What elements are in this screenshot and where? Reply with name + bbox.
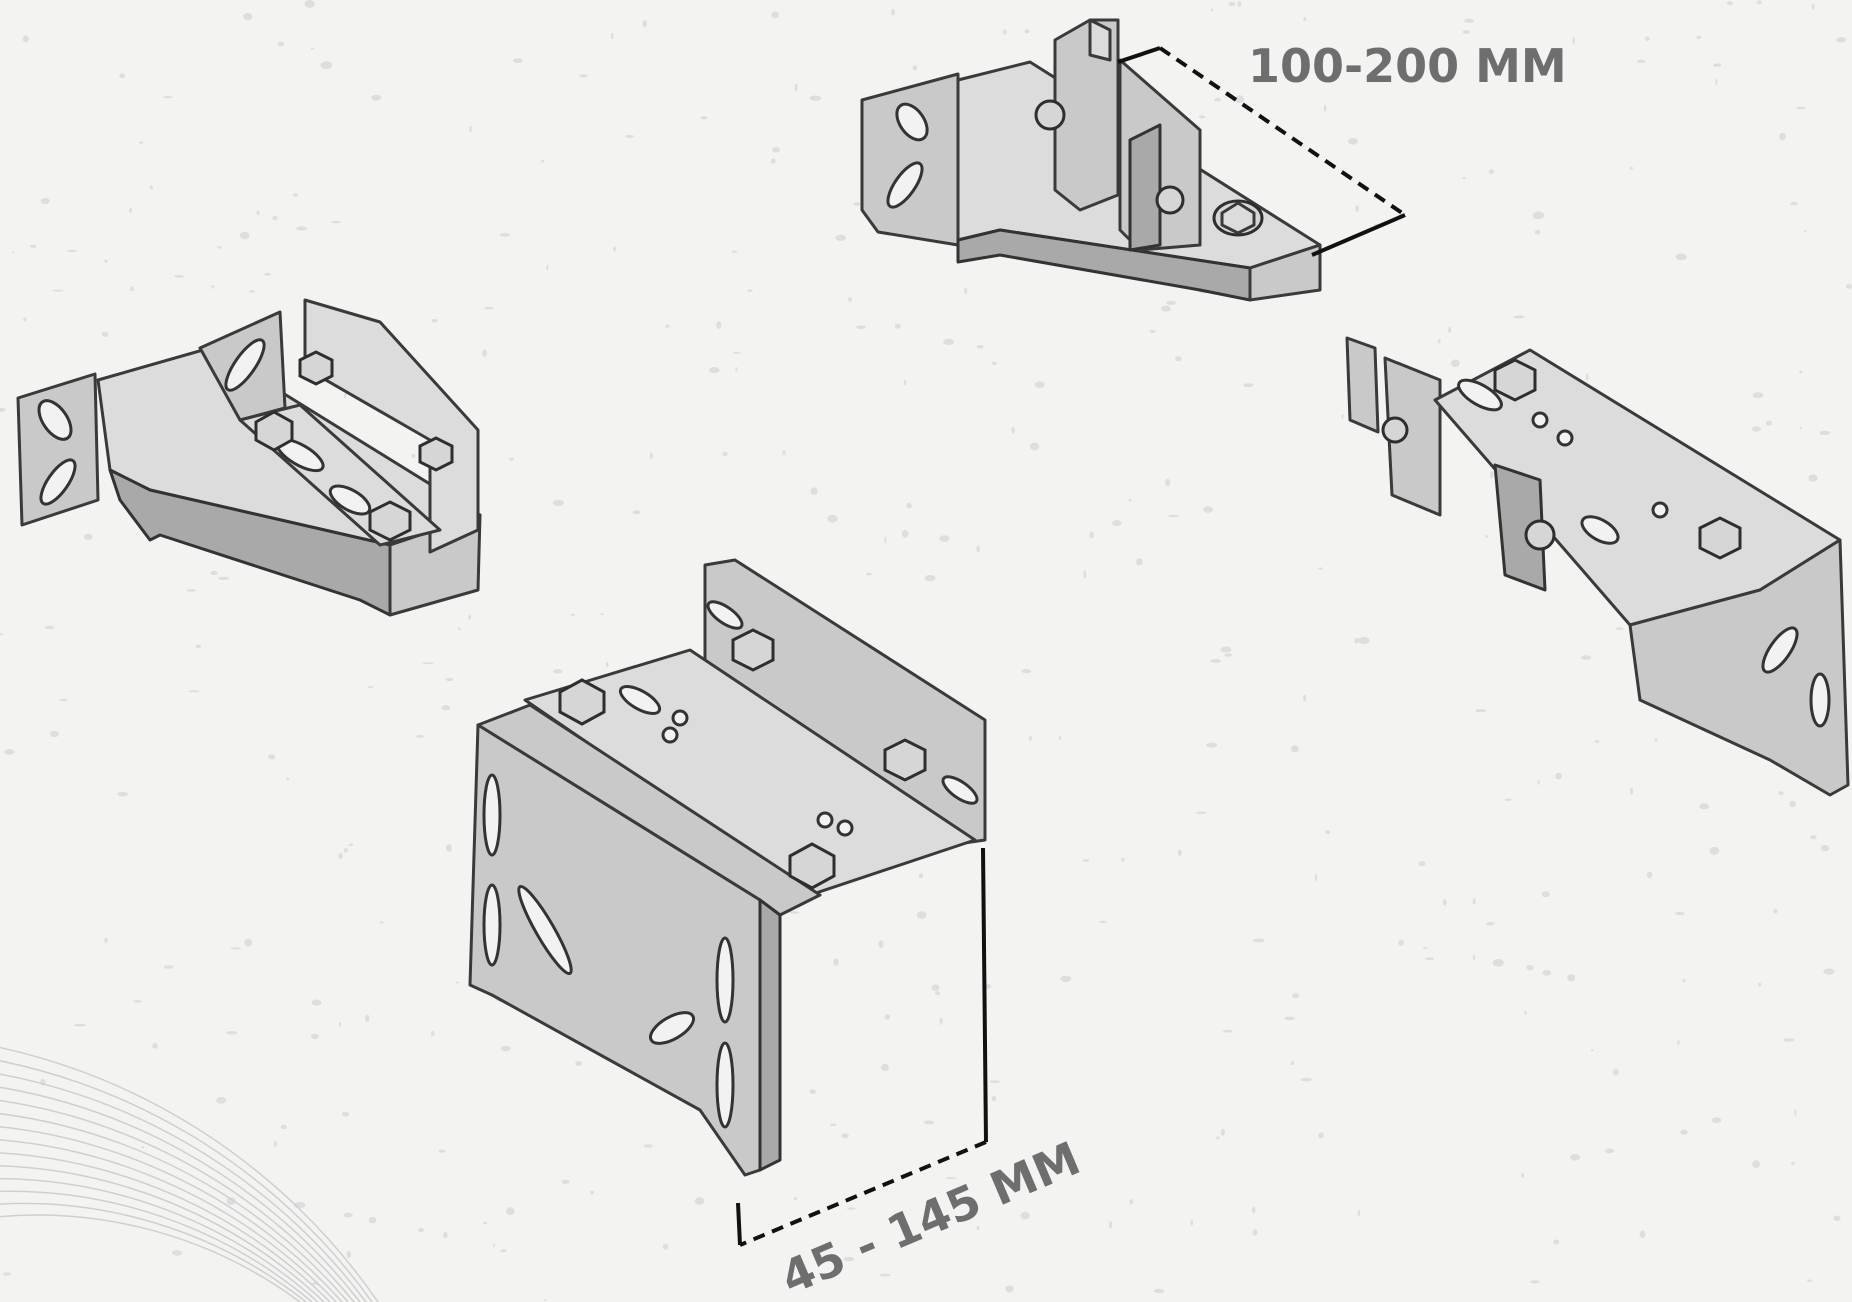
decorative-arcs <box>0 1046 379 1302</box>
dimension-top-label: 100-200 MM <box>1248 39 1567 93</box>
bracket-right <box>1345 336 1850 797</box>
dimension-bottom-label: 45 - 145 MM <box>773 1131 1087 1302</box>
dimension-top: 100-200 MM <box>1117 39 1567 257</box>
dimension-bottom: 45 - 145 MM <box>736 847 1088 1302</box>
bracket-center-large <box>468 558 987 1177</box>
bracket-left <box>16 298 482 617</box>
bracket-top-center <box>860 18 1322 302</box>
